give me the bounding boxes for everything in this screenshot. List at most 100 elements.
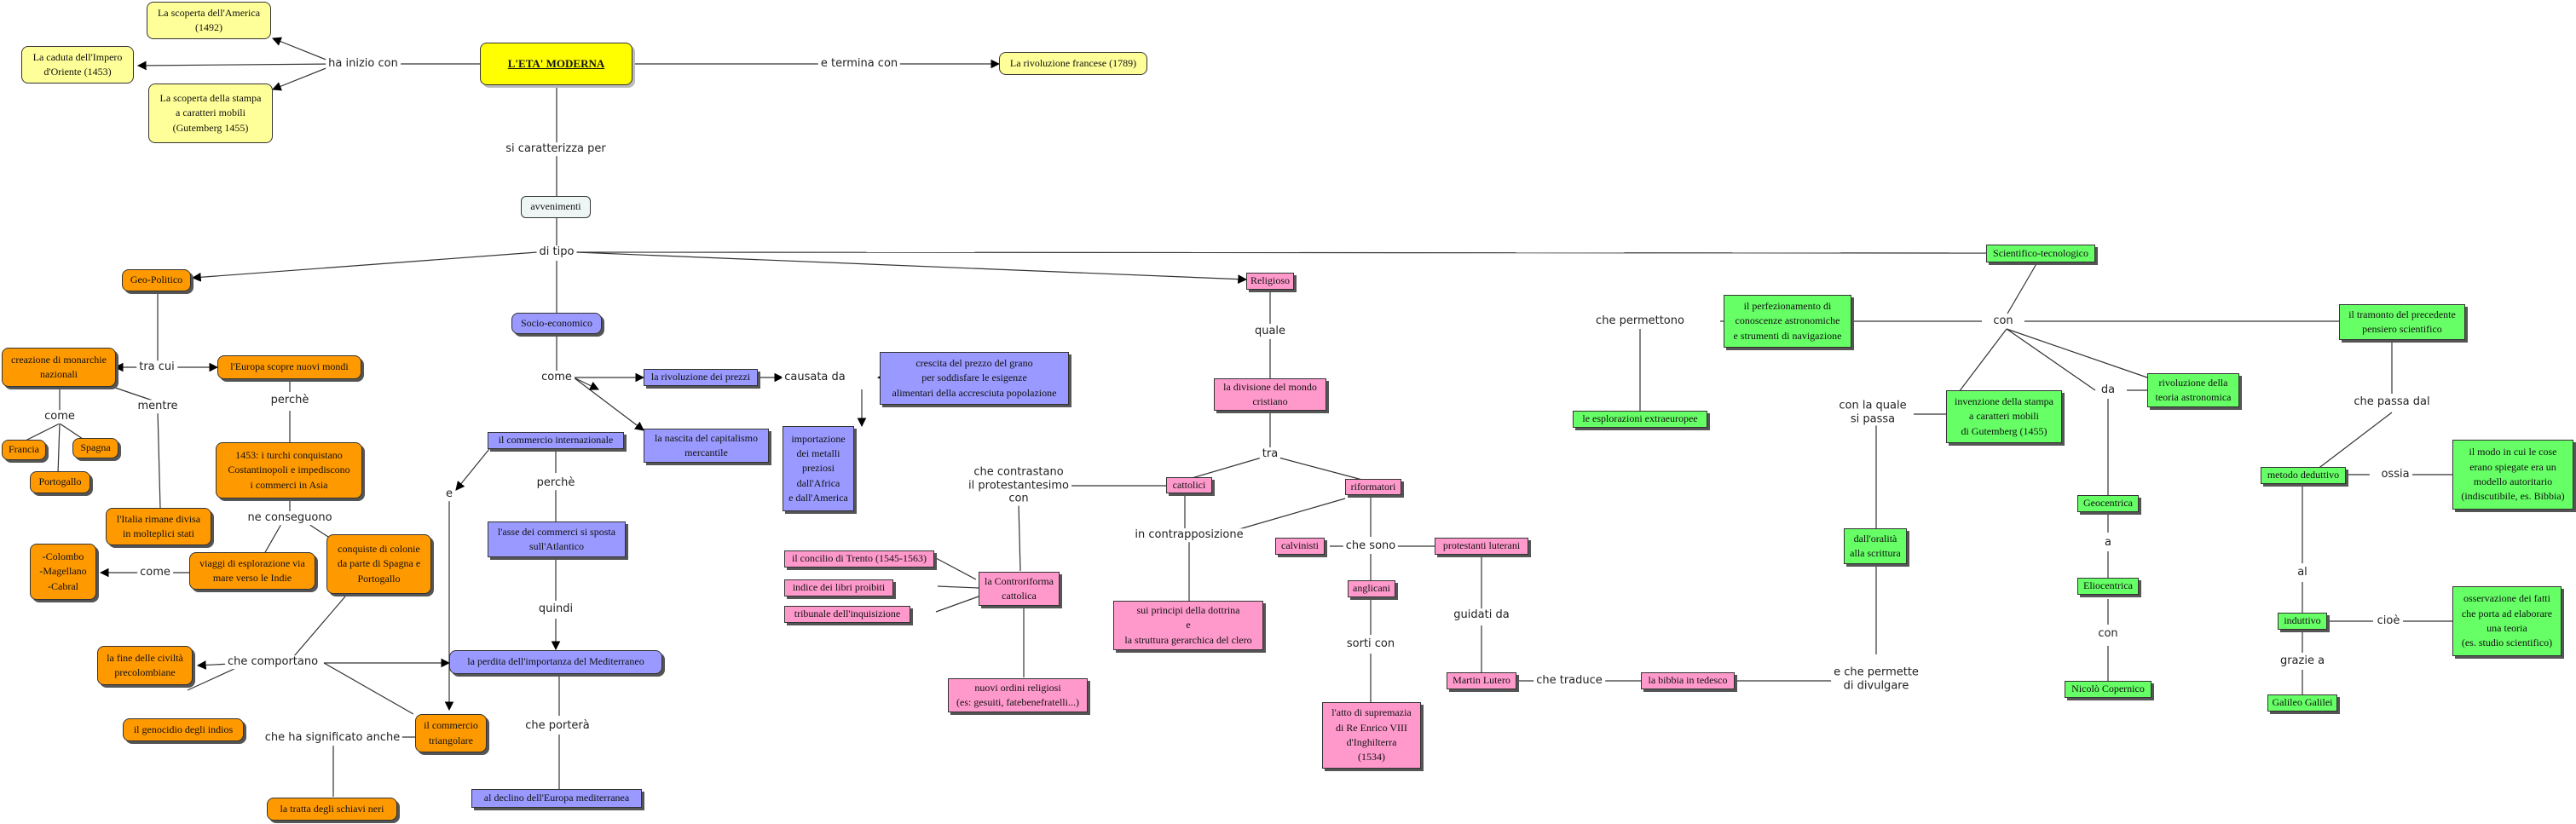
node-colombo-magellano-cabral[interactable]: -Colombo -Magellano -Cabral [30, 544, 96, 600]
label-cioe: cioè [2374, 614, 2403, 628]
label-a: a [2102, 536, 2114, 550]
node-rivoluzione-astronomica[interactable]: rivoluzione della teoria astronomica [2147, 373, 2239, 407]
node-importazione-metalli[interactable]: importazione dei metalli preziosi dall'A… [783, 426, 854, 511]
node-principi-dottrina[interactable]: sui principi della dottrina e la struttu… [1113, 601, 1263, 650]
node-eliocentrica[interactable]: Eliocentrica [2077, 578, 2139, 595]
node-commercio-triangolare[interactable]: il commercio triangolare [415, 714, 487, 752]
node-asse-commerci-atlantico[interactable]: l'asse dei commerci si sposta sull'Atlan… [488, 521, 626, 557]
node-turchi-costantinopoli[interactable]: 1453: i turchi conquistano Costantinopol… [216, 442, 362, 498]
node-concilio-trento[interactable]: il concilio di Trento (1545-1563) [784, 550, 934, 568]
node-controriforma[interactable]: la Controriforma cattolica [979, 572, 1060, 606]
label-che-portera: che porterà [523, 719, 592, 733]
node-modo-cose-autoritario[interactable]: il modo in cui le cose erano spiegate er… [2452, 440, 2573, 510]
node-avvenimenti[interactable]: avvenimenti [521, 196, 591, 218]
label-che-comportano: che comportano [224, 655, 321, 669]
label-che-contrastano: che contrastano il protestantesimo con [966, 465, 1071, 506]
label-che-ha-significato-anche: che ha significato anche [262, 731, 403, 745]
node-cattolici[interactable]: cattolici [1166, 477, 1212, 493]
node-galileo-galilei[interactable]: Galileo Galilei [2267, 694, 2337, 712]
label-ossia: ossia [2378, 468, 2412, 481]
label-perche-commercio: perchè [534, 476, 578, 490]
label-quale: quale [1251, 325, 1289, 338]
node-scoperta-stampa[interactable]: La scoperta della stampa a caratteri mob… [148, 84, 273, 143]
node-francia[interactable]: Francia [2, 440, 46, 460]
node-esplorazioni-extraeuropee[interactable]: le esplorazioni extraeuropee [1573, 411, 1707, 428]
node-rivoluzione-prezzi[interactable]: la rivoluzione dei prezzi [644, 369, 758, 386]
node-fine-civilta[interactable]: la fine delle civiltà precolombiane [97, 646, 193, 685]
label-come-socio: come [539, 371, 575, 384]
node-nuovi-ordini[interactable]: nuovi ordini religiosi (es: gesuiti, fat… [948, 678, 1088, 712]
node-genocidio-indios[interactable]: il genocidio degli indios [123, 718, 244, 741]
node-tribunale-inquisizione[interactable]: tribunale dell'inquisizione [784, 606, 910, 623]
label-guidati-da: guidati da [1451, 608, 1512, 622]
label-in-contrapposizione: in contrapposizione [1132, 528, 1246, 542]
label-con: con [1990, 314, 2016, 328]
node-italia-divisa[interactable]: l'Italia rimane divisa in molteplici sta… [106, 508, 211, 545]
label-che-sono: che sono [1343, 539, 1399, 553]
node-europa-nuovi-mondi[interactable]: l'Europa scopre nuovi mondi [217, 355, 361, 379]
node-nicolo-copernico[interactable]: Nicolò Copernico [2065, 681, 2151, 698]
label-che-permettono: che permettono [1593, 314, 1687, 328]
label-causata-da: causata da [782, 371, 848, 384]
label-e: e [443, 487, 455, 501]
node-riformatori[interactable]: riformatori [1345, 479, 1401, 495]
node-caduta-impero[interactable]: La caduta dell'Impero d'Oriente (1453) [21, 46, 134, 84]
node-calvinisti[interactable]: calvinisti [1275, 538, 1325, 555]
label-tra-cui: tra cui [136, 360, 177, 374]
node-commercio-internazionale[interactable]: il commercio internazionale [488, 432, 624, 449]
label-da: da [2098, 383, 2118, 397]
node-crescita-prezzo-grano[interactable]: crescita del prezzo del grano per soddis… [880, 352, 1069, 405]
node-portogallo[interactable]: Portogallo [30, 471, 90, 493]
label-perche-turchi: perchè [268, 394, 312, 407]
node-atto-supremazia[interactable]: l'atto di supremazia di Re Enrico VIII d… [1322, 702, 1421, 769]
node-perdita-mediterraneo[interactable]: la perdita dell'importanza del Mediterra… [449, 650, 662, 674]
node-geocentrica[interactable]: Geocentrica [2077, 495, 2139, 512]
node-scoperta-america[interactable]: La scoperta dell'America (1492) [147, 2, 271, 39]
label-con-copernico: con [2095, 627, 2121, 641]
node-indice-libri[interactable]: indice dei libri proibiti [784, 579, 893, 596]
node-bibbia-tedesco[interactable]: la bibbia in tedesco [1641, 672, 1735, 689]
node-divisione-mondo-cristiano[interactable]: la divisione del mondo cristiano [1214, 378, 1326, 411]
label-al: al [2295, 566, 2310, 579]
label-sorti-con: sorti con [1343, 637, 1398, 651]
node-monarchie-nazionali[interactable]: creazione di monarchie nazionali [2, 348, 116, 387]
node-declino-europa[interactable]: al declino dell'Europa mediterranea [471, 789, 642, 808]
node-oralita-scrittura[interactable]: dall'oralità alla scrittura [1844, 528, 1907, 564]
node-metodo-deduttivo[interactable]: metodo deduttivo [2261, 467, 2346, 484]
node-protestanti-luterani[interactable]: protestanti luterani [1435, 538, 1528, 555]
node-nascita-capitalismo[interactable]: la nascita del capitalismo mercantile [644, 429, 769, 463]
node-induttivo[interactable]: induttivo [2278, 613, 2327, 630]
node-martin-lutero[interactable]: Martin Lutero [1447, 672, 1516, 689]
label-di-tipo: di tipo [536, 245, 577, 259]
node-tramonto-pensiero[interactable]: il tramonto del precedente pensiero scie… [2339, 304, 2465, 340]
node-perfezionamento-conoscenze[interactable]: il perfezionamento di conoscenze astrono… [1724, 295, 1851, 348]
node-religioso[interactable]: Religioso [1246, 273, 1294, 290]
label-quindi: quindi [535, 602, 576, 616]
label-e-che-permette: e che permette di divulgare [1831, 666, 1921, 693]
label-grazie-a: grazie a [2277, 654, 2328, 668]
label-come-monarchie: come [42, 410, 78, 424]
node-rivoluzione-francese[interactable]: La rivoluzione francese (1789) [999, 52, 1147, 75]
label-con-la-quale: con la quale si passa [1836, 399, 1909, 426]
label-ne-conseguono: ne conseguono [245, 511, 335, 525]
label-come-viaggi: come [137, 566, 173, 579]
node-invenzione-stampa[interactable]: invenzione della stampa a caratteri mobi… [1946, 390, 2062, 443]
node-socio-economico[interactable]: Socio-economico [511, 313, 602, 334]
label-tra-religioso: tra [1259, 447, 1281, 461]
node-spagna[interactable]: Spagna [72, 438, 118, 458]
node-anglicani[interactable]: anglicani [1348, 580, 1395, 597]
label-che-traduce: che traduce [1533, 674, 1605, 688]
node-scientifico-tecnologico[interactable]: Scientifico-tecnologico [1986, 245, 2095, 262]
node-osservazione-fatti[interactable]: osservazione dei fatti che porta ad elab… [2452, 586, 2562, 656]
node-viaggi-esplorazione[interactable]: viaggi di esplorazione via mare verso le… [189, 552, 315, 590]
node-tratta-schiavi[interactable]: la tratta degli schiavi neri [267, 798, 397, 821]
node-conquiste-colonie[interactable]: conquiste di colonie da parte di Spagna … [326, 534, 431, 594]
label-si-caratterizza-per: si caratterizza per [503, 142, 609, 156]
node-geo-politico[interactable]: Geo-Politico [122, 269, 191, 291]
label-mentre: mentre [135, 400, 181, 413]
label-e-termina-con: e termina con [817, 57, 901, 71]
label-che-passa-dal: che passa dal [2351, 395, 2433, 409]
node-eta-moderna[interactable]: L'ETA' MODERNA [480, 43, 632, 85]
label-ha-inizio-con: ha inizio con [326, 57, 401, 71]
